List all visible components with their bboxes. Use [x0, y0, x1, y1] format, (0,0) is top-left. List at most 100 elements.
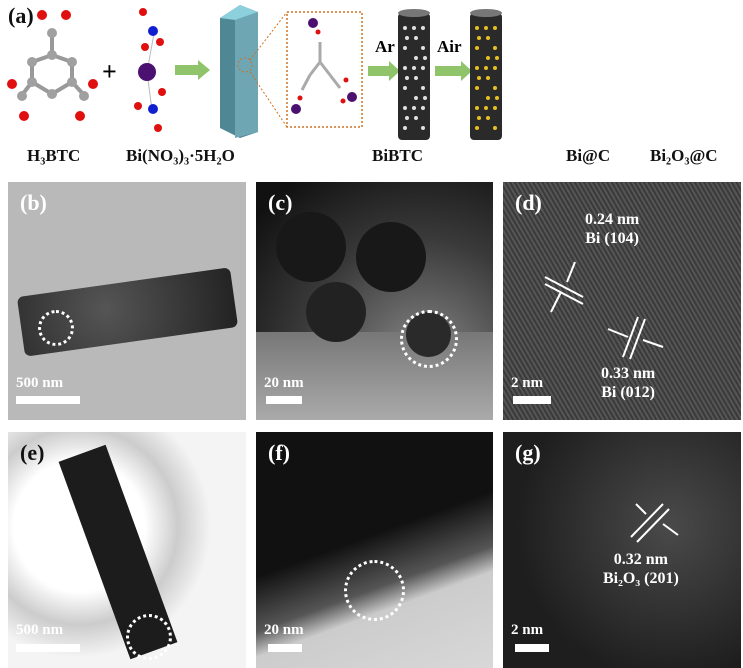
scale-label: 500 nm: [16, 622, 64, 638]
nanoparticle: [493, 26, 497, 30]
d-spacing: 0.32 nm: [613, 551, 669, 568]
nanoparticle: [484, 106, 488, 110]
nanoparticle: [486, 96, 490, 100]
tem-panel-c: (c) 20 nm: [256, 182, 493, 420]
bi-nitrate-label: Bi(NO₃)₃·5H₂O: [126, 146, 235, 165]
nanoparticle: [421, 66, 425, 70]
panel-label-c: (c): [268, 190, 293, 215]
nanoparticle: [423, 56, 427, 60]
lattice-plane: Bi₂O₃ (201): [603, 570, 679, 587]
lattice-plane: Bi (012): [601, 384, 655, 401]
tem-panel-f: (f) 20 nm: [256, 432, 493, 668]
nanoparticle: [486, 76, 490, 80]
hrtem-panel-d: (d) 0.24 nm Bi (104) 0.33 nm Bi (012) 2 nm: [503, 182, 741, 420]
bi2o3-c-label: Bi₂O₃@C: [650, 146, 718, 165]
nanoparticle: [414, 36, 418, 40]
highlight-circle: [38, 310, 74, 346]
synthesis-schematic: + Ar Air: [7, 5, 502, 140]
tem-panel-b: (b) 500 nm: [8, 182, 246, 420]
scale-bar: [515, 644, 549, 652]
scale-bar: [16, 644, 80, 652]
highlight-circle: [344, 560, 405, 621]
d-spacing: 0.33 nm: [601, 365, 656, 382]
nanoparticle: [475, 106, 479, 110]
scale-label: 2 nm: [511, 622, 544, 638]
nanoparticle: [475, 66, 479, 70]
lattice-annotation-201: 0.32 nm Bi₂O₃ (201): [603, 550, 679, 588]
nanoparticle: [421, 46, 425, 50]
plus-sign: +: [102, 57, 117, 86]
nanoparticle: [477, 36, 481, 40]
nanoparticle: [412, 26, 416, 30]
lattice-plane: Bi (104): [585, 230, 639, 247]
scale-bar: [266, 396, 302, 404]
arrow-icon: [435, 66, 462, 76]
nanoparticle: [495, 96, 499, 100]
nanoparticle: [475, 126, 479, 130]
nanoparticle: [403, 106, 407, 110]
bi-c-cylinder: [398, 9, 430, 140]
highlight-circle: [400, 310, 458, 368]
nanoparticle: [475, 46, 479, 50]
nanoparticle: [414, 56, 418, 60]
nanoparticle: [493, 66, 497, 70]
panel-label-b: (b): [20, 190, 47, 215]
nanoparticle: [477, 76, 481, 80]
nanoparticle: [493, 126, 497, 130]
nanoparticle: [495, 56, 499, 60]
nanoparticle: [414, 96, 418, 100]
nanoparticle: [493, 106, 497, 110]
panel-label-a: (a): [8, 3, 34, 28]
panel-label-g: (g): [515, 440, 541, 465]
scale-bar: [513, 396, 551, 404]
h3btc-label: H₃BTC: [27, 146, 81, 165]
bibtc-structure: [291, 18, 357, 114]
lattice-annotation-012: 0.33 nm Bi (012): [601, 364, 655, 402]
scale-label: 2 nm: [511, 375, 544, 391]
zoom-box: [286, 11, 363, 128]
nanoparticle: [412, 106, 416, 110]
panel-label-e: (e): [20, 440, 45, 465]
lattice-fringe-markers: [544, 261, 664, 360]
bibtc-prism: [220, 5, 258, 138]
scale-bar: [268, 644, 302, 652]
nanoparticle: [421, 106, 425, 110]
nanoparticle: [405, 76, 409, 80]
bibtc-label: BiBTC: [372, 146, 424, 165]
nanoparticle: [493, 46, 497, 50]
nanoparticle: [414, 116, 418, 120]
bi2o3-c-cylinder: [470, 9, 502, 140]
scale-bar: [16, 396, 80, 404]
nanoparticle: [403, 86, 407, 90]
air-label: Air: [437, 37, 462, 56]
arrow-icon: [175, 65, 200, 75]
nanoparticle: [475, 86, 479, 90]
nanoparticle: [405, 116, 409, 120]
bi-nitrate-molecule: [134, 8, 166, 132]
hrtem-panel-g: (g) 0.32 nm Bi₂O₃ (201) 2 nm: [503, 432, 741, 668]
scale-label: 500 nm: [16, 375, 64, 391]
nanoparticle: [475, 26, 479, 30]
d-spacing: 0.24 nm: [585, 211, 640, 228]
nanoparticle: [486, 56, 490, 60]
ar-label: Ar: [375, 37, 395, 56]
nanoparticle: [477, 116, 481, 120]
nanoparticle: [493, 86, 497, 90]
nanoparticle: [484, 26, 488, 30]
bi-c-label: Bi@C: [566, 146, 611, 165]
panel-label-d: (d): [515, 190, 542, 215]
nanoparticle: [403, 26, 407, 30]
nanoparticle: [405, 36, 409, 40]
h3btc-molecule: [7, 10, 98, 121]
lattice-annotation-104: 0.24 nm Bi (104): [585, 210, 639, 248]
nanoparticle: [423, 96, 427, 100]
nanoparticle: [486, 116, 490, 120]
scale-label: 20 nm: [264, 622, 304, 638]
nanoparticle: [412, 66, 416, 70]
nanoparticle: [403, 126, 407, 130]
panel-label-f: (f): [268, 440, 290, 465]
nanoparticle: [414, 76, 418, 80]
scale-label: 20 nm: [264, 375, 304, 391]
nanoparticle: [484, 66, 488, 70]
